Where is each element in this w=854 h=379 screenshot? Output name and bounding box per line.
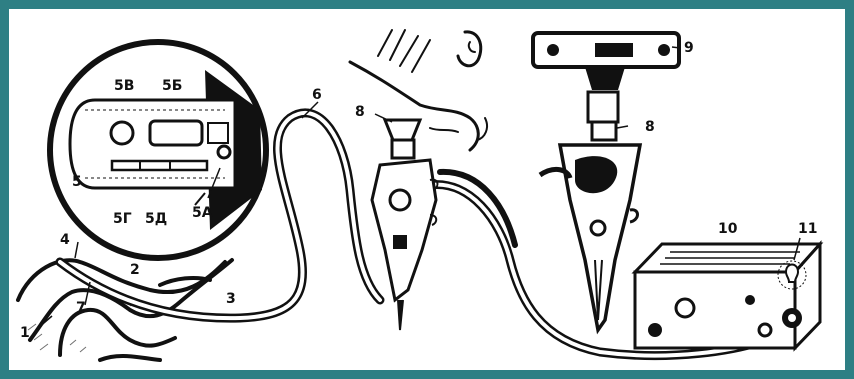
label-1: 1: [20, 326, 30, 340]
label-10: 10: [718, 222, 737, 236]
endoscope-handle-right: [540, 145, 640, 330]
label-7: 7: [76, 301, 86, 315]
label-9: 9: [684, 41, 694, 55]
label-5V: 5В: [114, 79, 134, 93]
camera-unit: [533, 33, 679, 140]
label-8-left: 8: [355, 105, 365, 119]
label-5G: 5Г: [113, 212, 132, 226]
stomach-outline: [18, 260, 232, 360]
label-8-right: 8: [645, 120, 655, 134]
head-profile: [350, 30, 487, 150]
label-5D: 5Д: [145, 212, 167, 226]
label-6: 6: [312, 88, 322, 102]
label-11: 11: [798, 222, 817, 236]
label-5: 5: [72, 175, 82, 189]
label-5A: 5А: [192, 206, 213, 220]
label-3: 3: [226, 292, 236, 306]
label-5B: 5Б: [162, 79, 182, 93]
light-source-box: [635, 244, 820, 348]
label-2: 2: [130, 263, 140, 277]
label-4: 4: [60, 233, 70, 247]
